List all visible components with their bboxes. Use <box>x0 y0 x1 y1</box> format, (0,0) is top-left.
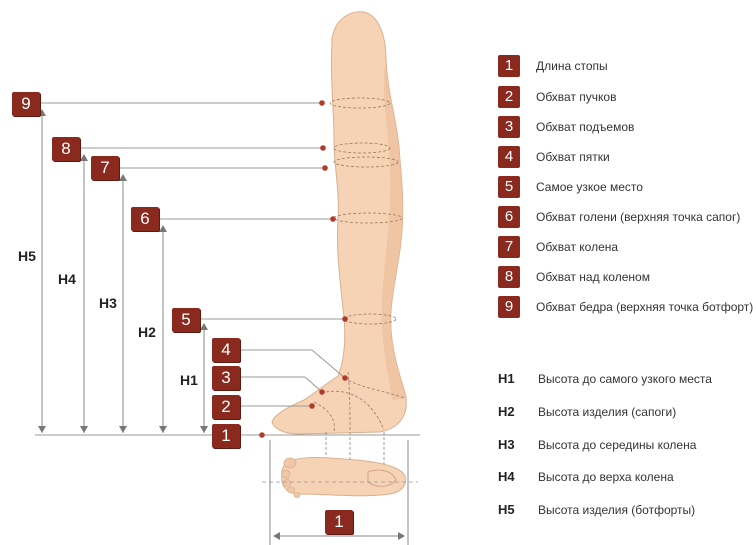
legend-badge: 4 <box>498 146 520 168</box>
legend-item-2: 2 Обхват пучков <box>498 86 616 108</box>
height-legend-h2: H2 Высота изделия (сапоги) <box>498 404 676 419</box>
legend-item-7: 7 Обхват колена <box>498 236 618 258</box>
legend-text: Обхват пятки <box>536 150 610 164</box>
height-legend-text: Высота до верха колена <box>538 470 674 484</box>
legend-text: Обхват подъемов <box>536 120 634 134</box>
legend-badge: 6 <box>498 206 520 228</box>
legend-text: Обхват колена <box>536 240 618 254</box>
height-legend-key: H4 <box>498 469 522 484</box>
height-label-h5: H5 <box>18 248 36 264</box>
legend-badge: 5 <box>498 176 520 198</box>
height-legend-key: H2 <box>498 404 522 419</box>
height-legend-text: Высота до середины колена <box>538 438 696 452</box>
height-label-h3: H3 <box>99 295 117 311</box>
badge-1: 1 <box>212 424 240 448</box>
badge-3: 3 <box>212 366 240 390</box>
height-legend-text: Высота изделия (сапоги) <box>538 405 676 419</box>
legend-text: Обхват голени (верхняя точка сапог) <box>536 210 740 224</box>
badge-2: 2 <box>212 395 240 419</box>
legend-text: Обхват над коленом <box>536 270 650 284</box>
legend-text: Самое узкое место <box>536 180 643 194</box>
legend-item-6: 6 Обхват голени (верхняя точка сапог) <box>498 206 740 228</box>
badge-4: 4 <box>212 338 240 362</box>
height-label-h4: H4 <box>58 271 76 287</box>
badge-7: 7 <box>91 156 119 180</box>
legend-badge: 9 <box>498 296 520 318</box>
height-legend-key: H1 <box>498 371 522 386</box>
badge-8: 8 <box>52 137 80 161</box>
legend-badge: 2 <box>498 86 520 108</box>
legend-item-1: 1 Длина стопы <box>498 55 608 77</box>
legend-text: Длина стопы <box>536 59 608 73</box>
height-legend-h3: H3 Высота до середины колена <box>498 437 696 452</box>
leader-lines <box>40 103 345 406</box>
legend-text: Обхват бедра (верхняя точка ботфорт) <box>536 300 753 314</box>
legend-badge: 3 <box>498 116 520 138</box>
legend-badge: 8 <box>498 266 520 288</box>
height-label-h1: H1 <box>180 372 198 388</box>
height-legend-key: H3 <box>498 437 522 452</box>
height-legend-h1: H1 Высота до самого узкого места <box>498 371 712 386</box>
height-legend-text: Высота изделия (ботфорты) <box>538 503 695 517</box>
height-label-h2: H2 <box>138 324 156 340</box>
height-legend-h5: H5 Высота изделия (ботфорты) <box>498 502 695 517</box>
badge-foot-length: 1 <box>325 510 353 534</box>
legend-text: Обхват пучков <box>536 90 616 104</box>
height-legend-h4: H4 Высота до верха колена <box>498 469 674 484</box>
height-legend-text: Высота до самого узкого места <box>538 372 712 386</box>
legend-item-3: 3 Обхват подъемов <box>498 116 634 138</box>
height-legend-key: H5 <box>498 502 522 517</box>
badge-5: 5 <box>172 308 200 332</box>
legend-item-8: 8 Обхват над коленом <box>498 266 650 288</box>
legend-item-4: 4 Обхват пятки <box>498 146 610 168</box>
legend-panel: 1 Длина стопы 2 Обхват пучков 3 Обхват п… <box>498 0 756 545</box>
legend-badge: 7 <box>498 236 520 258</box>
badge-6: 6 <box>131 207 159 231</box>
legend-item-9: 9 Обхват бедра (верхняя точка ботфорт) <box>498 296 753 318</box>
legend-badge: 1 <box>498 55 520 77</box>
badge-9: 9 <box>12 92 40 116</box>
legend-item-5: 5 Самое узкое место <box>498 176 643 198</box>
foot-sole <box>262 458 418 498</box>
